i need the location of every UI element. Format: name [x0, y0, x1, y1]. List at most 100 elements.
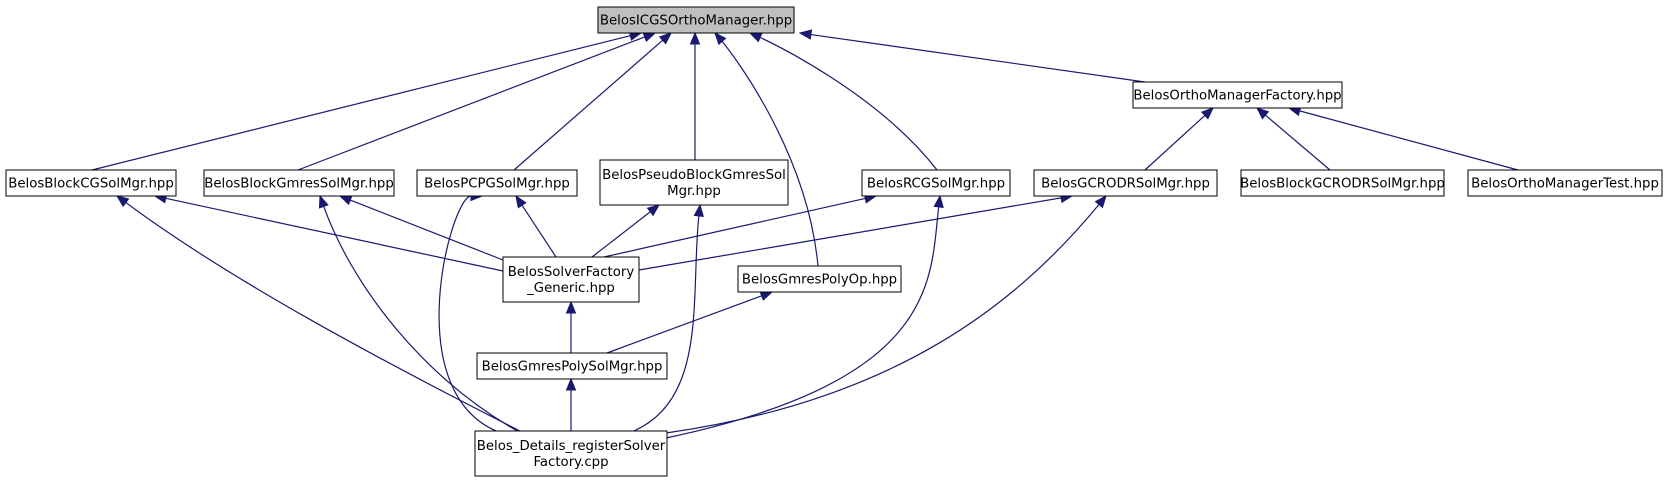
edge-line	[606, 295, 762, 354]
edge-line	[1299, 110, 1519, 171]
file-node-root[interactable]: BelosICGSOrthoManager.hpp	[597, 6, 795, 34]
file-node-orthotest[interactable]: BelosOrthoManagerTest.hpp	[1467, 169, 1663, 197]
edge-line	[125, 202, 521, 432]
edge-line	[619, 215, 700, 437]
arrowhead-icon	[565, 300, 577, 314]
edge-blockgmres-to-root	[297, 32, 657, 171]
edge-blockcg-to-root	[91, 30, 643, 171]
arrowhead-icon	[338, 195, 353, 206]
edge-line	[521, 204, 557, 258]
edge-line	[165, 197, 504, 272]
edge-details-to-rcg	[665, 194, 944, 439]
file-node-blockcg[interactable]: BelosBlockCGSolMgr.hpp	[5, 169, 177, 197]
edge-solverfactory-to-pcpg	[515, 194, 557, 258]
node-label: BelosBlockCGSolMgr.hpp	[8, 177, 174, 192]
file-node-factory[interactable]: BelosOrthoManagerFactory.hpp	[1132, 81, 1343, 109]
edge-line	[1144, 114, 1206, 171]
edge-line	[591, 211, 651, 258]
dependency-edges	[91, 29, 1519, 439]
file-node-polysolmgr[interactable]: BelosGmresPolySolMgr.hpp	[476, 352, 668, 380]
arrowhead-icon	[759, 291, 774, 301]
node-box	[5, 169, 177, 197]
arrowhead-icon	[115, 195, 130, 208]
edge-line	[297, 36, 645, 171]
edge-line	[1264, 114, 1331, 171]
node-label: Factory.cpp	[533, 455, 608, 470]
edge-line	[665, 206, 940, 439]
arrowhead-icon	[646, 204, 661, 217]
node-box	[1033, 169, 1218, 197]
edge-polyop-to-root	[714, 32, 819, 267]
arrowhead-icon	[693, 203, 705, 217]
file-node-gcrodr[interactable]: BelosGCRODRSolMgr.hpp	[1033, 169, 1218, 197]
node-box	[474, 430, 668, 477]
node-box	[203, 169, 395, 197]
edge-line	[603, 197, 866, 258]
edge-details-to-blockcg	[115, 195, 521, 432]
node-box	[502, 256, 640, 303]
arrowhead-icon	[748, 32, 763, 43]
arrowhead-icon	[515, 194, 527, 209]
node-box	[1240, 169, 1445, 197]
edge-line	[350, 199, 504, 261]
edge-gcrodr-to-factory	[1144, 107, 1214, 171]
node-label: BelosBlockGCRODRSolMgr.hpp	[1240, 177, 1445, 192]
node-label: Belos_Details_registerSolver	[477, 439, 666, 454]
node-label: Mgr.hpp	[667, 184, 721, 199]
node-label: BelosSolverFactory	[508, 265, 635, 280]
edge-details-to-blockgmres	[318, 194, 531, 439]
node-label: BelosGmresPolySolMgr.hpp	[482, 360, 663, 375]
arrowhead-icon	[565, 377, 577, 391]
edge-blockgcrodr-to-factory	[1255, 107, 1331, 171]
node-label: BelosPCPGSolMgr.hpp	[424, 177, 570, 192]
node-box	[861, 169, 1011, 197]
node-box	[1132, 81, 1343, 109]
node-label: BelosBlockGmresSolMgr.hpp	[204, 177, 394, 192]
edge-line	[721, 40, 819, 267]
edge-pseudo-to-root	[689, 31, 701, 160]
file-node-solverfactory[interactable]: BelosSolverFactory_Generic.hpp	[502, 256, 640, 303]
arrowhead-icon	[1200, 107, 1214, 120]
edge-details-to-pseudo	[619, 203, 705, 437]
edge-line	[665, 204, 1100, 434]
edge-details-to-pcpg	[438, 190, 523, 439]
arrowhead-icon	[798, 29, 813, 40]
arrowhead-icon	[933, 194, 944, 209]
file-node-pcpg[interactable]: BelosPCPGSolMgr.hpp	[416, 169, 578, 197]
arrowhead-icon	[714, 32, 727, 46]
file-node-polyop[interactable]: BelosGmresPolyOp.hpp	[737, 265, 902, 293]
node-label: BelosRCGSolMgr.hpp	[867, 177, 1005, 192]
arrowhead-icon	[642, 32, 657, 43]
edge-line	[91, 35, 631, 171]
node-box	[416, 169, 578, 197]
node-box	[476, 352, 668, 380]
node-box	[1467, 169, 1663, 197]
edge-polysolmgr-to-solverfactory	[565, 300, 577, 353]
edge-factory-to-root	[798, 29, 1146, 83]
edge-line	[638, 197, 1062, 271]
node-label: BelosOrthoManagerFactory.hpp	[1133, 89, 1341, 104]
arrowhead-icon	[318, 194, 329, 209]
node-box	[597, 6, 795, 34]
edge-line	[438, 195, 523, 439]
node-label: BelosGmresPolyOp.hpp	[742, 273, 897, 288]
edge-line	[513, 39, 664, 171]
file-node-blockgmres[interactable]: BelosBlockGmresSolMgr.hpp	[203, 169, 395, 197]
node-box	[599, 159, 789, 206]
node-label: BelosOrthoManagerTest.hpp	[1471, 177, 1659, 192]
node-label: BelosPseudoBlockGmresSol	[602, 168, 786, 183]
edge-line	[759, 36, 938, 171]
file-node-blockgcrodr[interactable]: BelosBlockGCRODRSolMgr.hpp	[1240, 169, 1445, 197]
edge-line	[323, 206, 531, 439]
node-box	[737, 265, 902, 293]
file-nodes: BelosICGSOrthoManager.hppBelosOrthoManag…	[5, 6, 1663, 477]
edge-solverfactory-to-pseudo	[591, 204, 661, 258]
edge-rcg-to-root	[748, 32, 938, 171]
arrowhead-icon	[1255, 107, 1270, 120]
arrowhead-icon	[689, 31, 701, 45]
arrowhead-icon	[658, 32, 672, 45]
file-node-rcg[interactable]: BelosRCGSolMgr.hpp	[861, 169, 1011, 197]
